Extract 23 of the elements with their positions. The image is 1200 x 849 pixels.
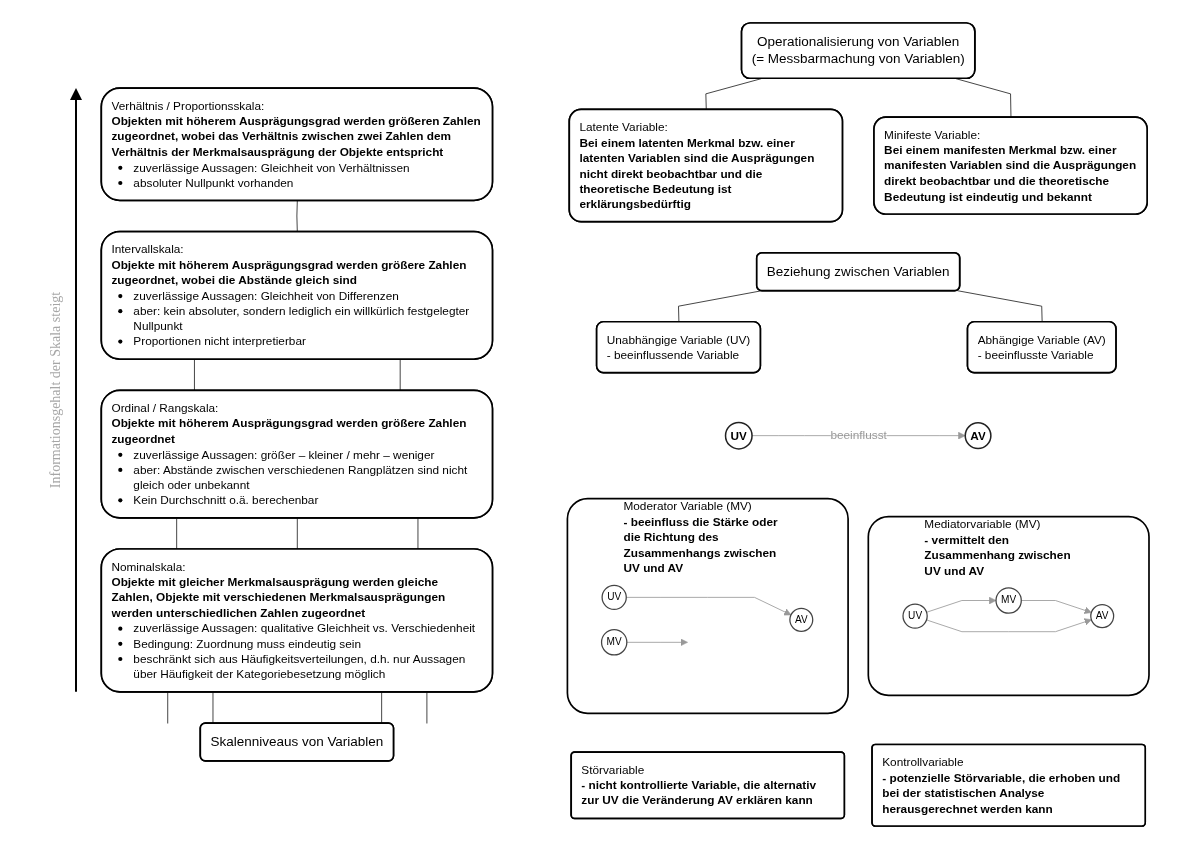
node-circle: AV [964,422,993,450]
direction-label: Informationsgehalt der Skala steigt [47,291,64,489]
connector [167,691,169,724]
connector [957,290,1043,323]
node-circle: UV [725,421,754,450]
node-circle: MV [995,587,1023,614]
connector [176,517,178,550]
node-circle: MV [601,629,628,656]
connector [194,359,196,392]
connector [678,290,762,323]
connector [213,691,214,724]
connector [417,517,419,550]
node-circle: AV [789,607,814,632]
connector [381,691,383,724]
edge-label: beeinflusst [830,428,888,442]
connector [956,78,1012,118]
node-circle: UV [902,603,929,629]
connector [297,517,299,550]
node-circle: UV [601,584,628,611]
connector [400,359,402,392]
node-circle: AV [1090,604,1115,629]
connector [296,200,299,233]
connector [426,691,428,724]
